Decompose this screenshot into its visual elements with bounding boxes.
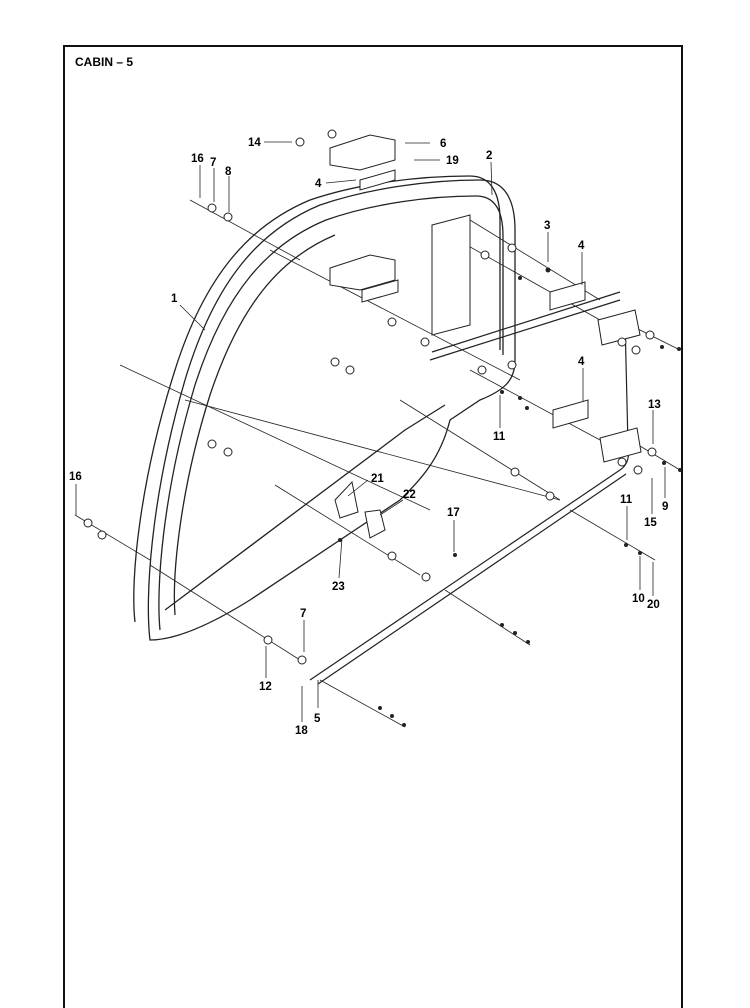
callout-8: 8 xyxy=(225,166,232,178)
callout-9: 9 xyxy=(662,501,668,513)
callout-11: 11 xyxy=(620,494,633,506)
callout-lines xyxy=(75,141,666,722)
callout-1: 1 xyxy=(171,293,178,305)
leader-lines xyxy=(74,199,681,728)
callout-labels: 14 6 19 4 2 3 4 4 16 7 8 1 11 13 9 15 11… xyxy=(69,137,668,737)
callout-21: 21 xyxy=(371,473,384,485)
callout-16: 16 xyxy=(191,153,204,165)
page-title: CABIN – 5 xyxy=(75,55,134,69)
page-frame xyxy=(63,45,683,1008)
callout-19: 19 xyxy=(446,155,459,167)
callout-14: 14 xyxy=(248,137,261,149)
callout-22: 22 xyxy=(403,489,416,501)
callout-16: 16 xyxy=(69,471,82,483)
callout-4: 4 xyxy=(578,240,585,252)
callout-7: 7 xyxy=(300,608,306,620)
callout-4: 4 xyxy=(578,356,585,368)
callout-11: 11 xyxy=(493,431,506,443)
callout-20: 20 xyxy=(647,599,660,611)
brackets xyxy=(329,134,642,539)
nuts xyxy=(338,267,682,727)
callout-7: 7 xyxy=(210,157,216,169)
callout-3: 3 xyxy=(544,220,550,232)
callout-10: 10 xyxy=(632,593,645,605)
washers xyxy=(83,129,657,665)
door-frame xyxy=(133,175,516,641)
callout-18: 18 xyxy=(295,725,308,737)
callout-6: 6 xyxy=(440,138,446,150)
callout-4: 4 xyxy=(315,178,322,190)
callout-12: 12 xyxy=(259,681,272,693)
callout-15: 15 xyxy=(644,517,657,529)
callout-23: 23 xyxy=(332,581,345,593)
callout-17: 17 xyxy=(447,507,460,519)
callout-13: 13 xyxy=(648,399,661,411)
callout-5: 5 xyxy=(314,713,321,725)
callout-2: 2 xyxy=(486,150,492,162)
